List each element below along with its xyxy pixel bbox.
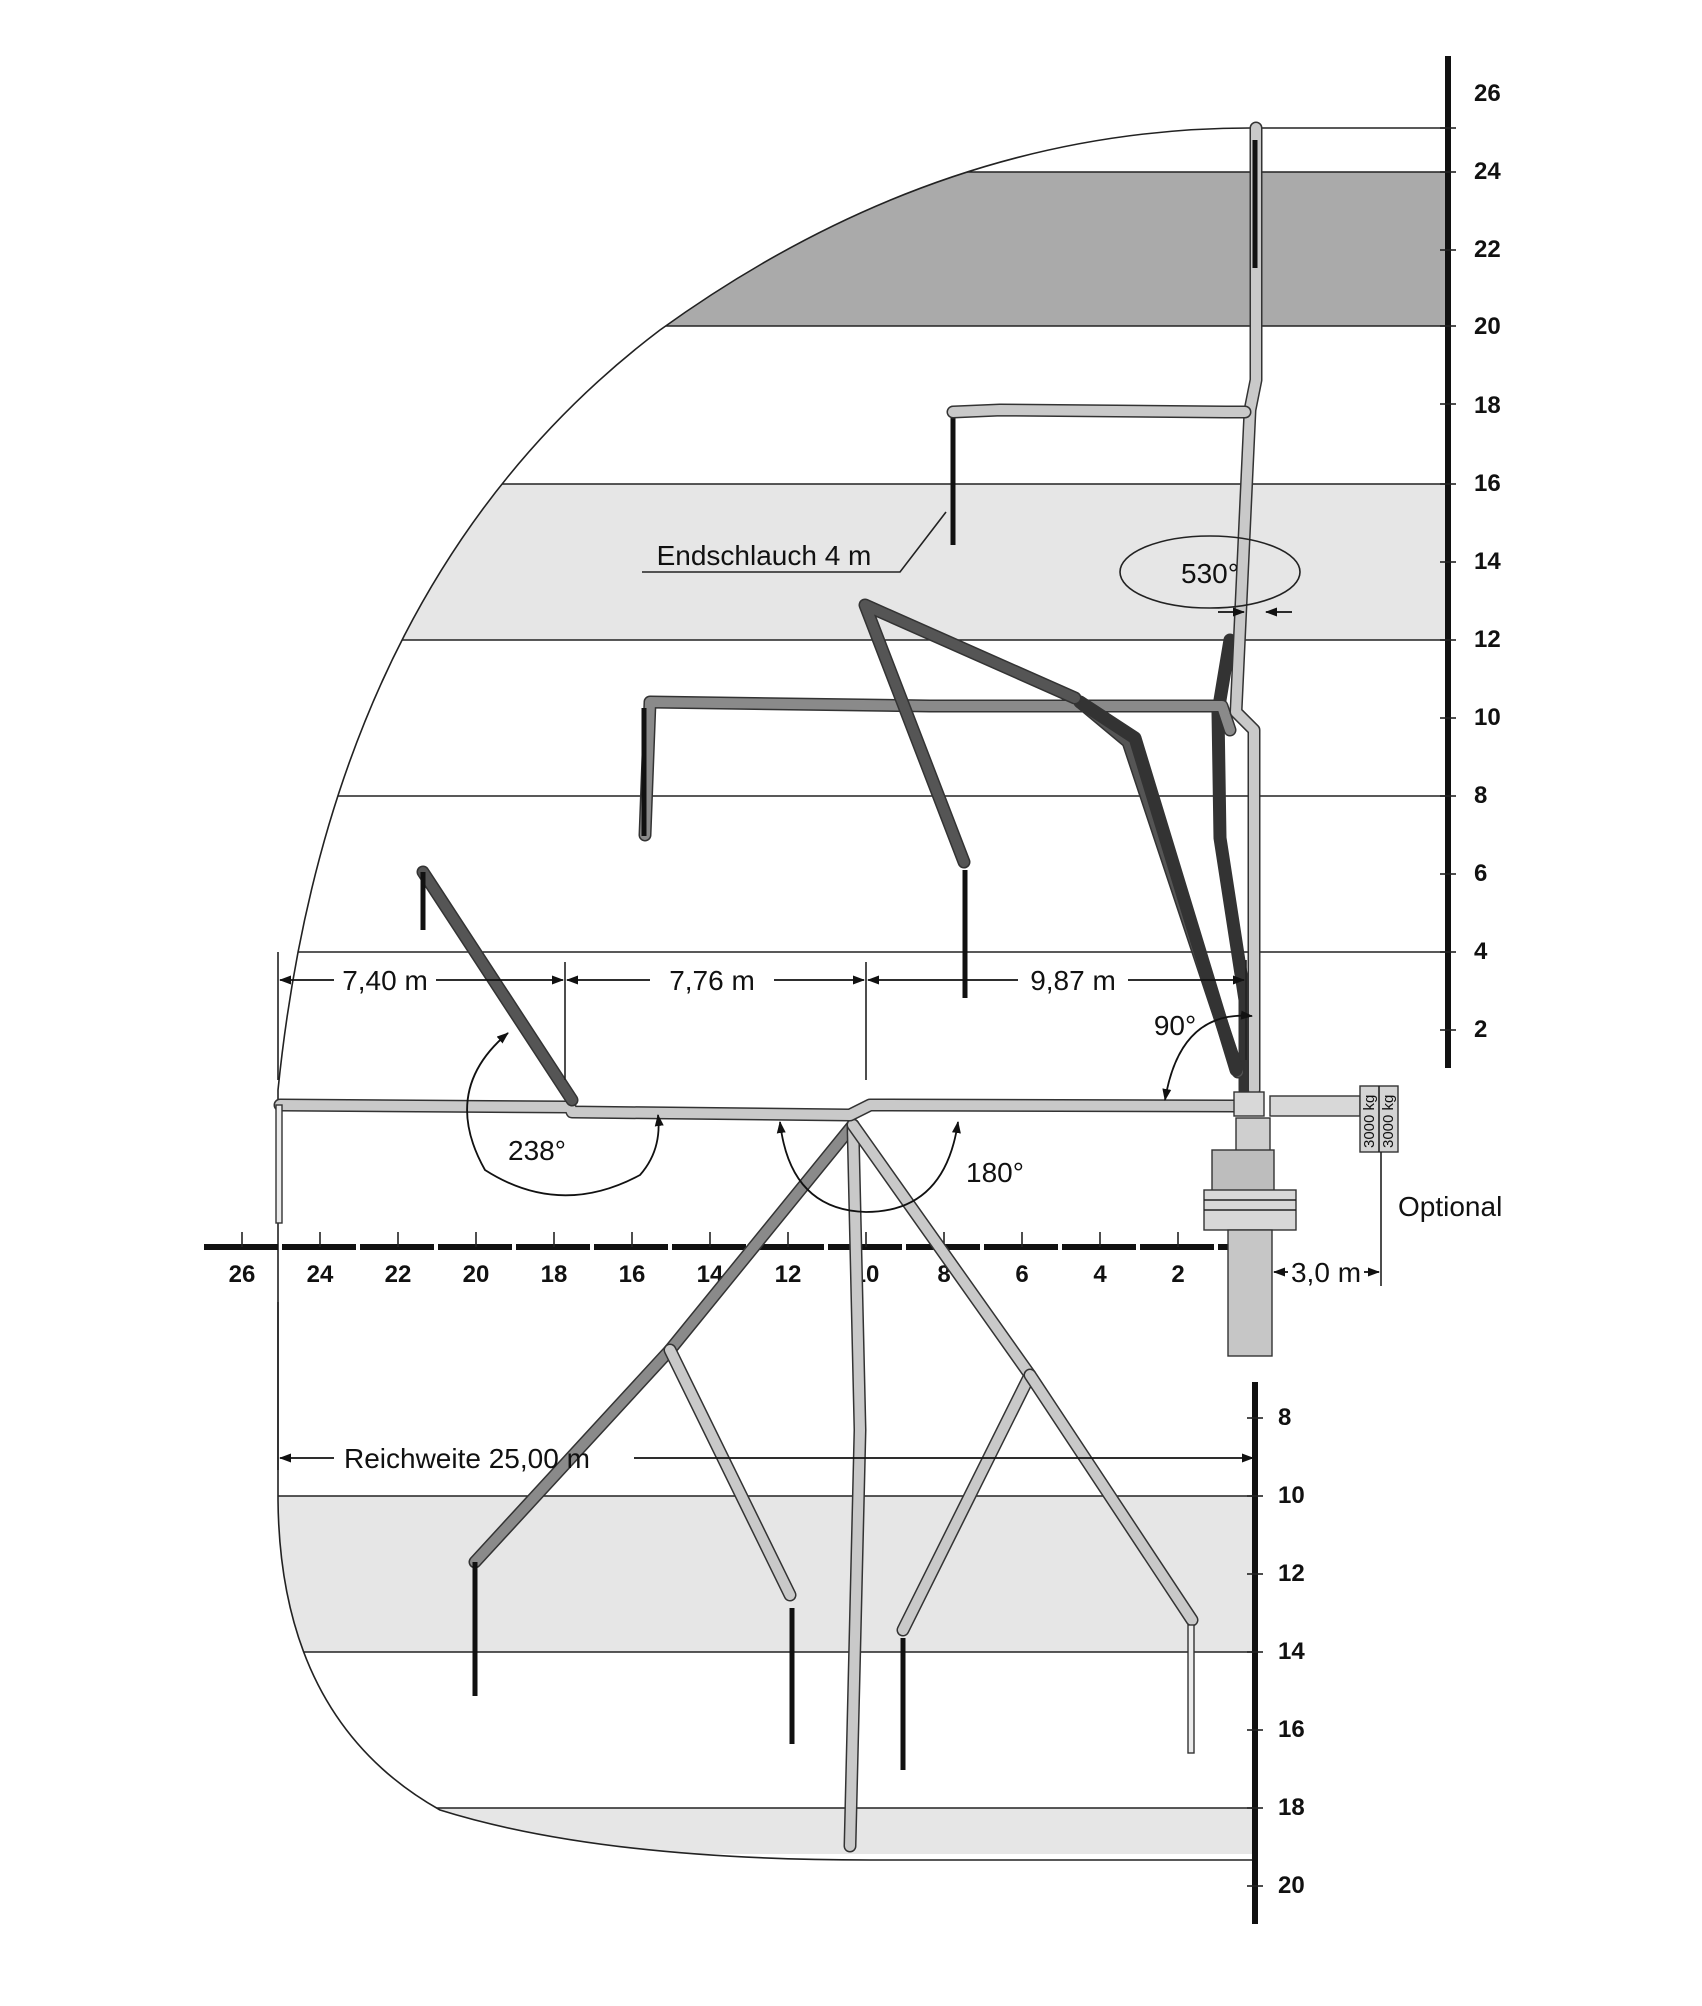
height-label: 4	[1474, 938, 1488, 965]
reach-label: 12	[775, 1261, 802, 1288]
reach-label: 18	[541, 1261, 568, 1288]
end-hose-label: Endschlauch 4 m	[657, 540, 872, 571]
height-label: 26	[1474, 80, 1501, 107]
dim-reach: Reichweite 25,00 m	[344, 1443, 590, 1474]
depth-ticks	[1247, 1417, 1263, 1887]
depth-labels: 8 10 12 14 16 18 20	[1278, 1404, 1305, 1899]
dim-section-3: 9,87 m	[1030, 965, 1116, 996]
height-label: 8	[1474, 782, 1487, 809]
reach-labels: 26 24 22 20 18 16 14 12 10 8 6 4 2	[229, 1261, 1185, 1288]
dim-section-2: 7,76 m	[669, 965, 755, 996]
working-envelope	[277, 127, 1448, 1861]
height-label: 16	[1474, 470, 1501, 497]
boom-vertical	[946, 121, 1263, 1097]
depth-label: 12	[1278, 1560, 1305, 1587]
counterweight-arm	[1269, 1095, 1361, 1117]
counterweight-label-2: 3000 kg	[1380, 1095, 1397, 1148]
counterweights: 3000 kg 3000 kg Optional	[1359, 1085, 1502, 1286]
reach-label: 20	[463, 1261, 490, 1288]
height-bands	[278, 172, 1448, 1854]
height-label: 22	[1474, 236, 1501, 263]
reach-label: 24	[307, 1261, 334, 1288]
reach-label: 2	[1171, 1261, 1184, 1288]
depth-label: 14	[1278, 1638, 1305, 1665]
depth-label: 20	[1278, 1872, 1305, 1899]
dim-outrigger: 3,0 m	[1291, 1257, 1361, 1288]
height-label: 6	[1474, 860, 1487, 887]
reach-label: 6	[1015, 1261, 1028, 1288]
counterweight-label-1: 3000 kg	[1361, 1095, 1378, 1148]
boom-lower-positions	[468, 1118, 1199, 1853]
depth-label: 18	[1278, 1794, 1305, 1821]
reach-label: 4	[1093, 1261, 1107, 1288]
depth-label: 10	[1278, 1482, 1305, 1509]
angle-arcs: 530° 90° 180° 238°	[466, 535, 1301, 1213]
optional-label: Optional	[1398, 1191, 1502, 1222]
height-label: 10	[1474, 704, 1501, 731]
height-label: 14	[1474, 548, 1501, 575]
height-label: 20	[1474, 313, 1501, 340]
dim-section-1: 7,40 m	[342, 965, 428, 996]
height-ticks-upper	[1440, 127, 1456, 1031]
band-neg10-neg14	[278, 1496, 1255, 1652]
reach-label: 22	[385, 1261, 412, 1288]
reach-label: 26	[229, 1261, 256, 1288]
height-label: 18	[1474, 392, 1501, 419]
depth-label: 8	[1278, 1404, 1291, 1431]
band-neg18-neg19	[278, 1808, 1255, 1854]
height-labels-upper: 26 24 22 20 18 16 14 12 10 8 6 4 2	[1474, 80, 1501, 1043]
height-label: 24	[1474, 158, 1501, 185]
height-label: 12	[1474, 626, 1501, 653]
angle-slewing: 530°	[1181, 558, 1239, 589]
reach-label: 16	[619, 1261, 646, 1288]
angle-arm-3: 238°	[508, 1135, 566, 1166]
depth-label: 16	[1278, 1716, 1305, 1743]
angle-arm-2: 180°	[966, 1157, 1024, 1188]
machine-base	[1203, 1091, 1297, 1357]
angle-arm-1: 90°	[1154, 1010, 1196, 1041]
end-hose-callout: Endschlauch 4 m	[642, 511, 947, 573]
dimension-lines: 7,40 m 7,76 m 9,87 m Reichweite 25,00 m …	[277, 952, 1380, 1474]
height-label: 2	[1474, 1016, 1487, 1043]
